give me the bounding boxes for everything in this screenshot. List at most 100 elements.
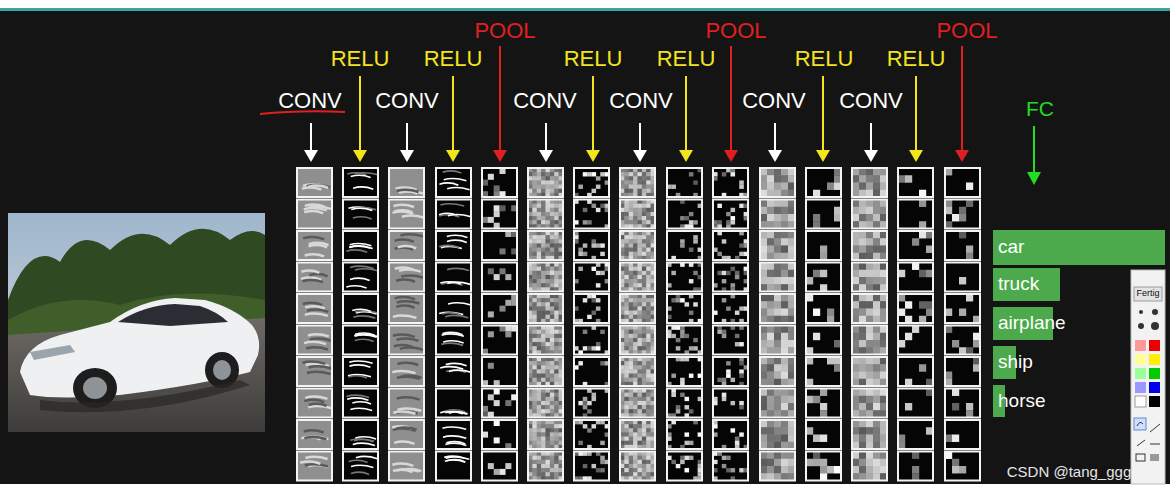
feature-pixel — [629, 204, 634, 208]
feature-pixel — [546, 315, 551, 319]
feature-pixel — [638, 468, 643, 472]
feature-pixel — [633, 460, 638, 464]
feature-texture — [305, 205, 325, 207]
feature-pixel — [689, 220, 694, 224]
feature-pixel — [624, 441, 629, 445]
feature-pixel — [596, 208, 601, 212]
feature-pixel — [546, 460, 551, 464]
feature-pixel — [638, 275, 643, 279]
feature-pixel — [537, 239, 542, 243]
feature-pixel — [554, 374, 559, 378]
feature-pixel — [633, 243, 638, 247]
feature-frame — [297, 231, 332, 260]
feature-pixel — [554, 334, 559, 338]
feature-frame — [343, 168, 378, 197]
feature-pixel — [537, 441, 542, 445]
feature-frame — [667, 357, 702, 386]
feature-pixel — [633, 424, 638, 428]
feature-pixel — [642, 248, 647, 252]
feature-pixel — [546, 464, 551, 468]
feature-map — [620, 389, 655, 418]
feature-pixel — [488, 217, 494, 223]
feature-pixel — [624, 432, 629, 436]
feature-pixel — [550, 346, 555, 350]
feature-frame — [713, 452, 748, 481]
feature-pixel — [532, 243, 537, 247]
feature-pixel — [532, 279, 537, 283]
feature-frame — [760, 231, 795, 260]
feature-pixel — [600, 330, 605, 334]
feature-pixel — [774, 309, 781, 316]
feature-map — [436, 452, 471, 481]
feature-pixel — [537, 235, 542, 239]
feature-frame — [528, 420, 563, 449]
feature-pixel — [726, 456, 731, 460]
feature-pixel — [685, 432, 690, 436]
feature-pixel — [717, 220, 722, 224]
feature-frame — [297, 294, 332, 323]
feature-pixel — [633, 172, 638, 176]
feature-texture — [348, 376, 367, 378]
feature-pixel — [633, 468, 638, 472]
feature-column — [620, 168, 655, 481]
feature-pixel — [624, 393, 629, 397]
feature-pixel — [583, 330, 588, 334]
feature-pixel — [781, 175, 788, 182]
feature-pixel — [760, 207, 767, 214]
feature-pixel — [629, 283, 634, 287]
feature-pixel — [629, 346, 634, 350]
feature-pixel — [689, 456, 694, 460]
feature-map — [713, 326, 748, 355]
feature-pixel — [633, 220, 638, 224]
feature-frame — [436, 420, 471, 449]
feature-pixel — [638, 302, 643, 306]
feature-texture — [442, 334, 464, 336]
feature-pixel — [642, 252, 647, 256]
feature-pixel — [646, 252, 651, 256]
feature-map — [436, 389, 471, 418]
feature-pixel — [642, 271, 647, 275]
feature-pixel — [624, 342, 629, 346]
feature-frame — [436, 326, 471, 355]
feature-pixel — [546, 176, 551, 180]
feature-pixel — [537, 204, 542, 208]
feature-frame — [713, 294, 748, 323]
feature-texture — [440, 282, 460, 284]
feature-texture — [309, 274, 327, 276]
feature-pixel — [624, 405, 629, 409]
feature-frame — [620, 294, 655, 323]
feature-pixel — [546, 306, 551, 310]
feature-pixel — [781, 277, 788, 284]
feature-pixel — [488, 311, 494, 317]
feature-texture — [355, 311, 378, 313]
feature-frame — [436, 389, 471, 418]
feature-pixel — [546, 401, 551, 405]
feature-texture — [353, 443, 375, 445]
feature-frame — [667, 263, 702, 292]
feature-pixel — [731, 220, 736, 224]
feature-pixel — [760, 238, 767, 245]
feature-pixel — [633, 330, 638, 334]
feature-frame — [620, 420, 655, 449]
feature-map — [389, 168, 424, 197]
feature-frame — [713, 168, 748, 197]
feature-pixel — [624, 437, 629, 441]
bottom-band — [0, 484, 1170, 494]
feature-map — [528, 231, 563, 260]
feature-pixel — [532, 468, 537, 472]
feature-pixel — [739, 369, 744, 373]
feature-pixel — [638, 393, 643, 397]
feature-pixel — [592, 172, 597, 176]
feature-pixel — [550, 464, 555, 468]
feature-pixel — [537, 472, 542, 476]
feature-map — [389, 389, 424, 418]
feature-pixel — [541, 235, 546, 239]
feature-pixel — [735, 275, 740, 279]
feature-pixel — [600, 361, 605, 365]
feature-pixel — [726, 212, 731, 216]
feature-pixel — [767, 231, 774, 238]
feature-map — [713, 168, 748, 197]
feature-pixel — [550, 361, 555, 365]
feature-pixel — [554, 267, 559, 271]
feature-pixel — [592, 464, 597, 468]
